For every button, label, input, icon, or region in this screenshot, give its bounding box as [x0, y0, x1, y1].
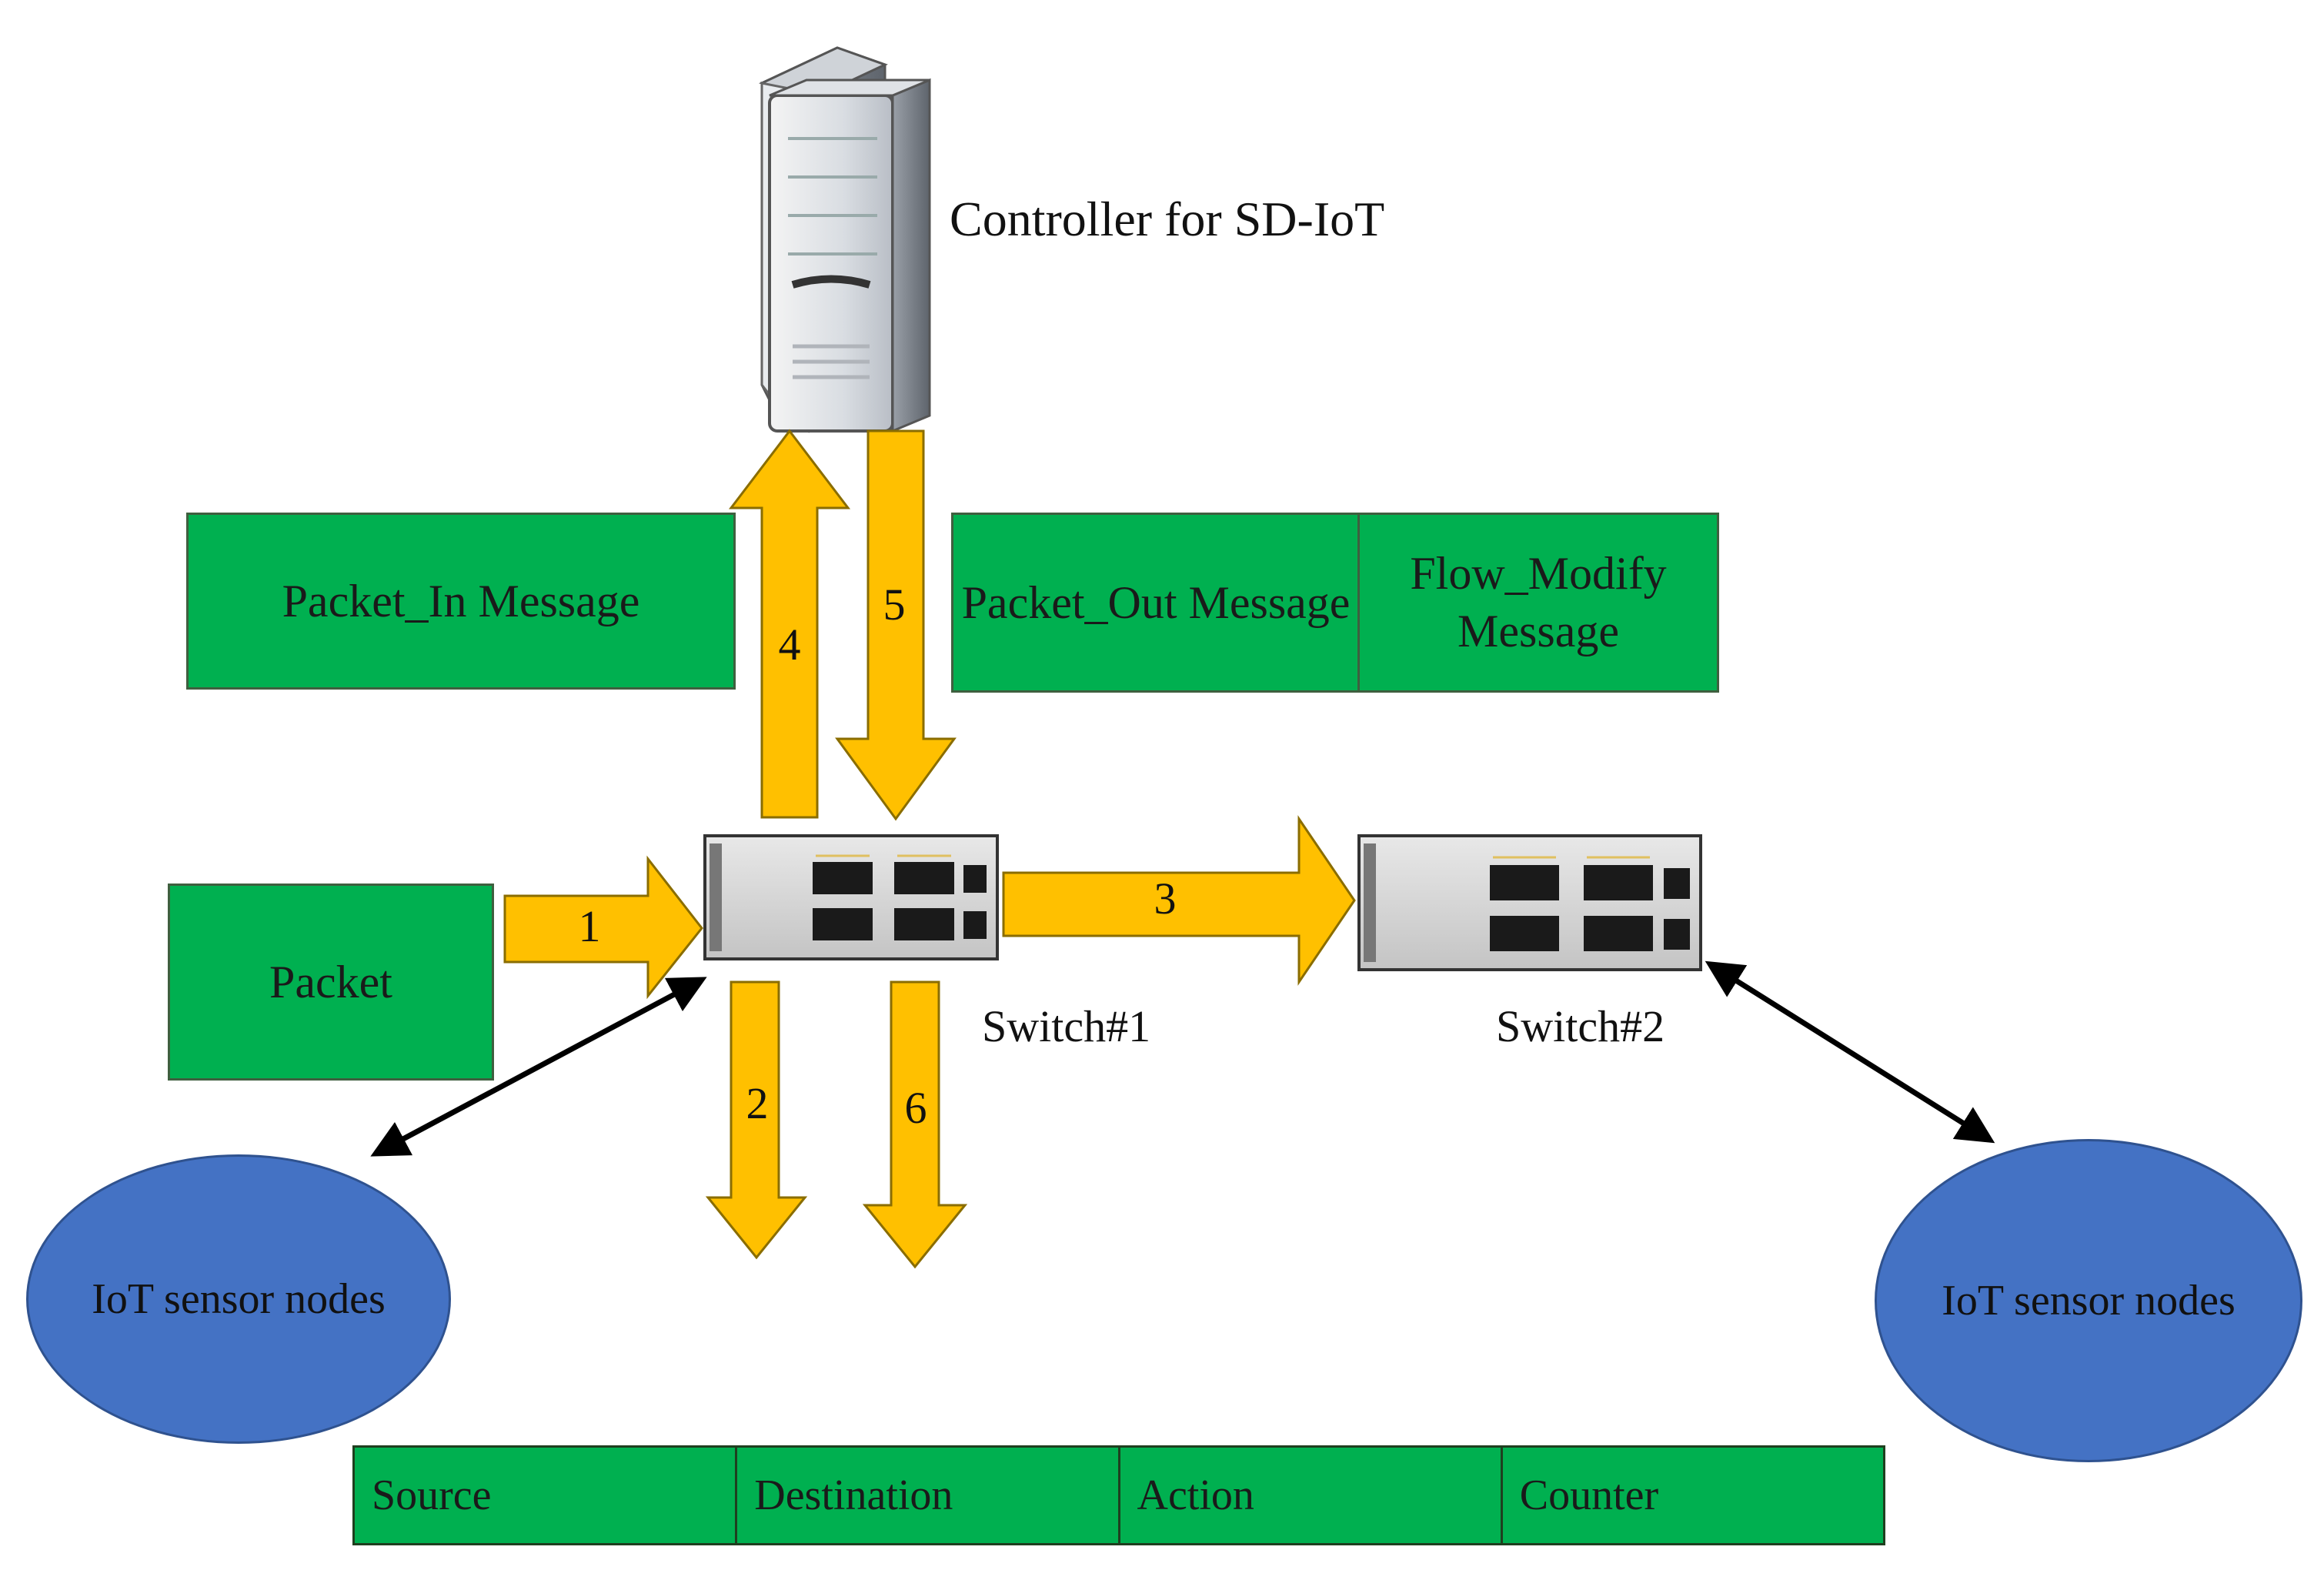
arrow-3 — [1002, 815, 1356, 986]
flow-table-action: Action — [1120, 1448, 1503, 1543]
switch-1-icon — [703, 834, 999, 960]
iot-sensor-nodes-left: IoT sensor nodes — [26, 1154, 451, 1444]
flow-modify-message-box: Flow_Modify Message — [1357, 513, 1719, 693]
packet-out-message-label: Packet_Out Message — [961, 576, 1351, 628]
packet-label: Packet — [269, 956, 392, 1007]
arrow-6 — [862, 980, 968, 1269]
flow-table-counter: Counter — [1519, 1471, 1659, 1519]
arrow-label-1: 1 — [578, 901, 601, 951]
arrow-label-6: 6 — [904, 1083, 927, 1133]
arrow-4 — [728, 429, 851, 819]
iot-sensor-nodes-left-label: IoT sensor nodes — [92, 1275, 386, 1323]
switch-1-label: Switch#1 — [982, 1001, 1151, 1051]
flow-table: Source Destination Action Counter — [352, 1445, 1885, 1545]
packet-box: Packet — [168, 884, 494, 1081]
arrow-label-5: 5 — [883, 580, 906, 630]
packet-in-message-label: Packet_In Message — [282, 575, 640, 626]
packet-out-message-box: Packet_Out Message — [951, 513, 1361, 693]
arrow-label-3: 3 — [1154, 874, 1177, 924]
arrow-1 — [503, 855, 703, 1000]
link-switch2-right-sensor — [1705, 960, 1995, 1144]
arrow-2 — [705, 980, 808, 1260]
link-left-sensor-switch1 — [370, 977, 707, 1157]
iot-sensor-nodes-right: IoT sensor nodes — [1875, 1139, 2302, 1462]
packet-in-message-box: Packet_In Message — [186, 513, 736, 690]
arrow-5 — [835, 429, 957, 821]
flow-table-source: Source — [355, 1448, 738, 1543]
controller-server-icon — [759, 46, 931, 433]
switch-2-icon — [1357, 834, 1702, 971]
flow-modify-message-label: Flow_Modify Message — [1410, 548, 1667, 656]
switch-2-label: Switch#2 — [1496, 1001, 1665, 1051]
controller-label: Controller for SD-IoT — [950, 192, 1385, 246]
arrow-label-2: 2 — [746, 1078, 769, 1128]
arrow-label-4: 4 — [778, 620, 801, 670]
flow-table-destination: Destination — [737, 1448, 1120, 1543]
iot-sensor-nodes-right-label: IoT sensor nodes — [1942, 1277, 2236, 1324]
